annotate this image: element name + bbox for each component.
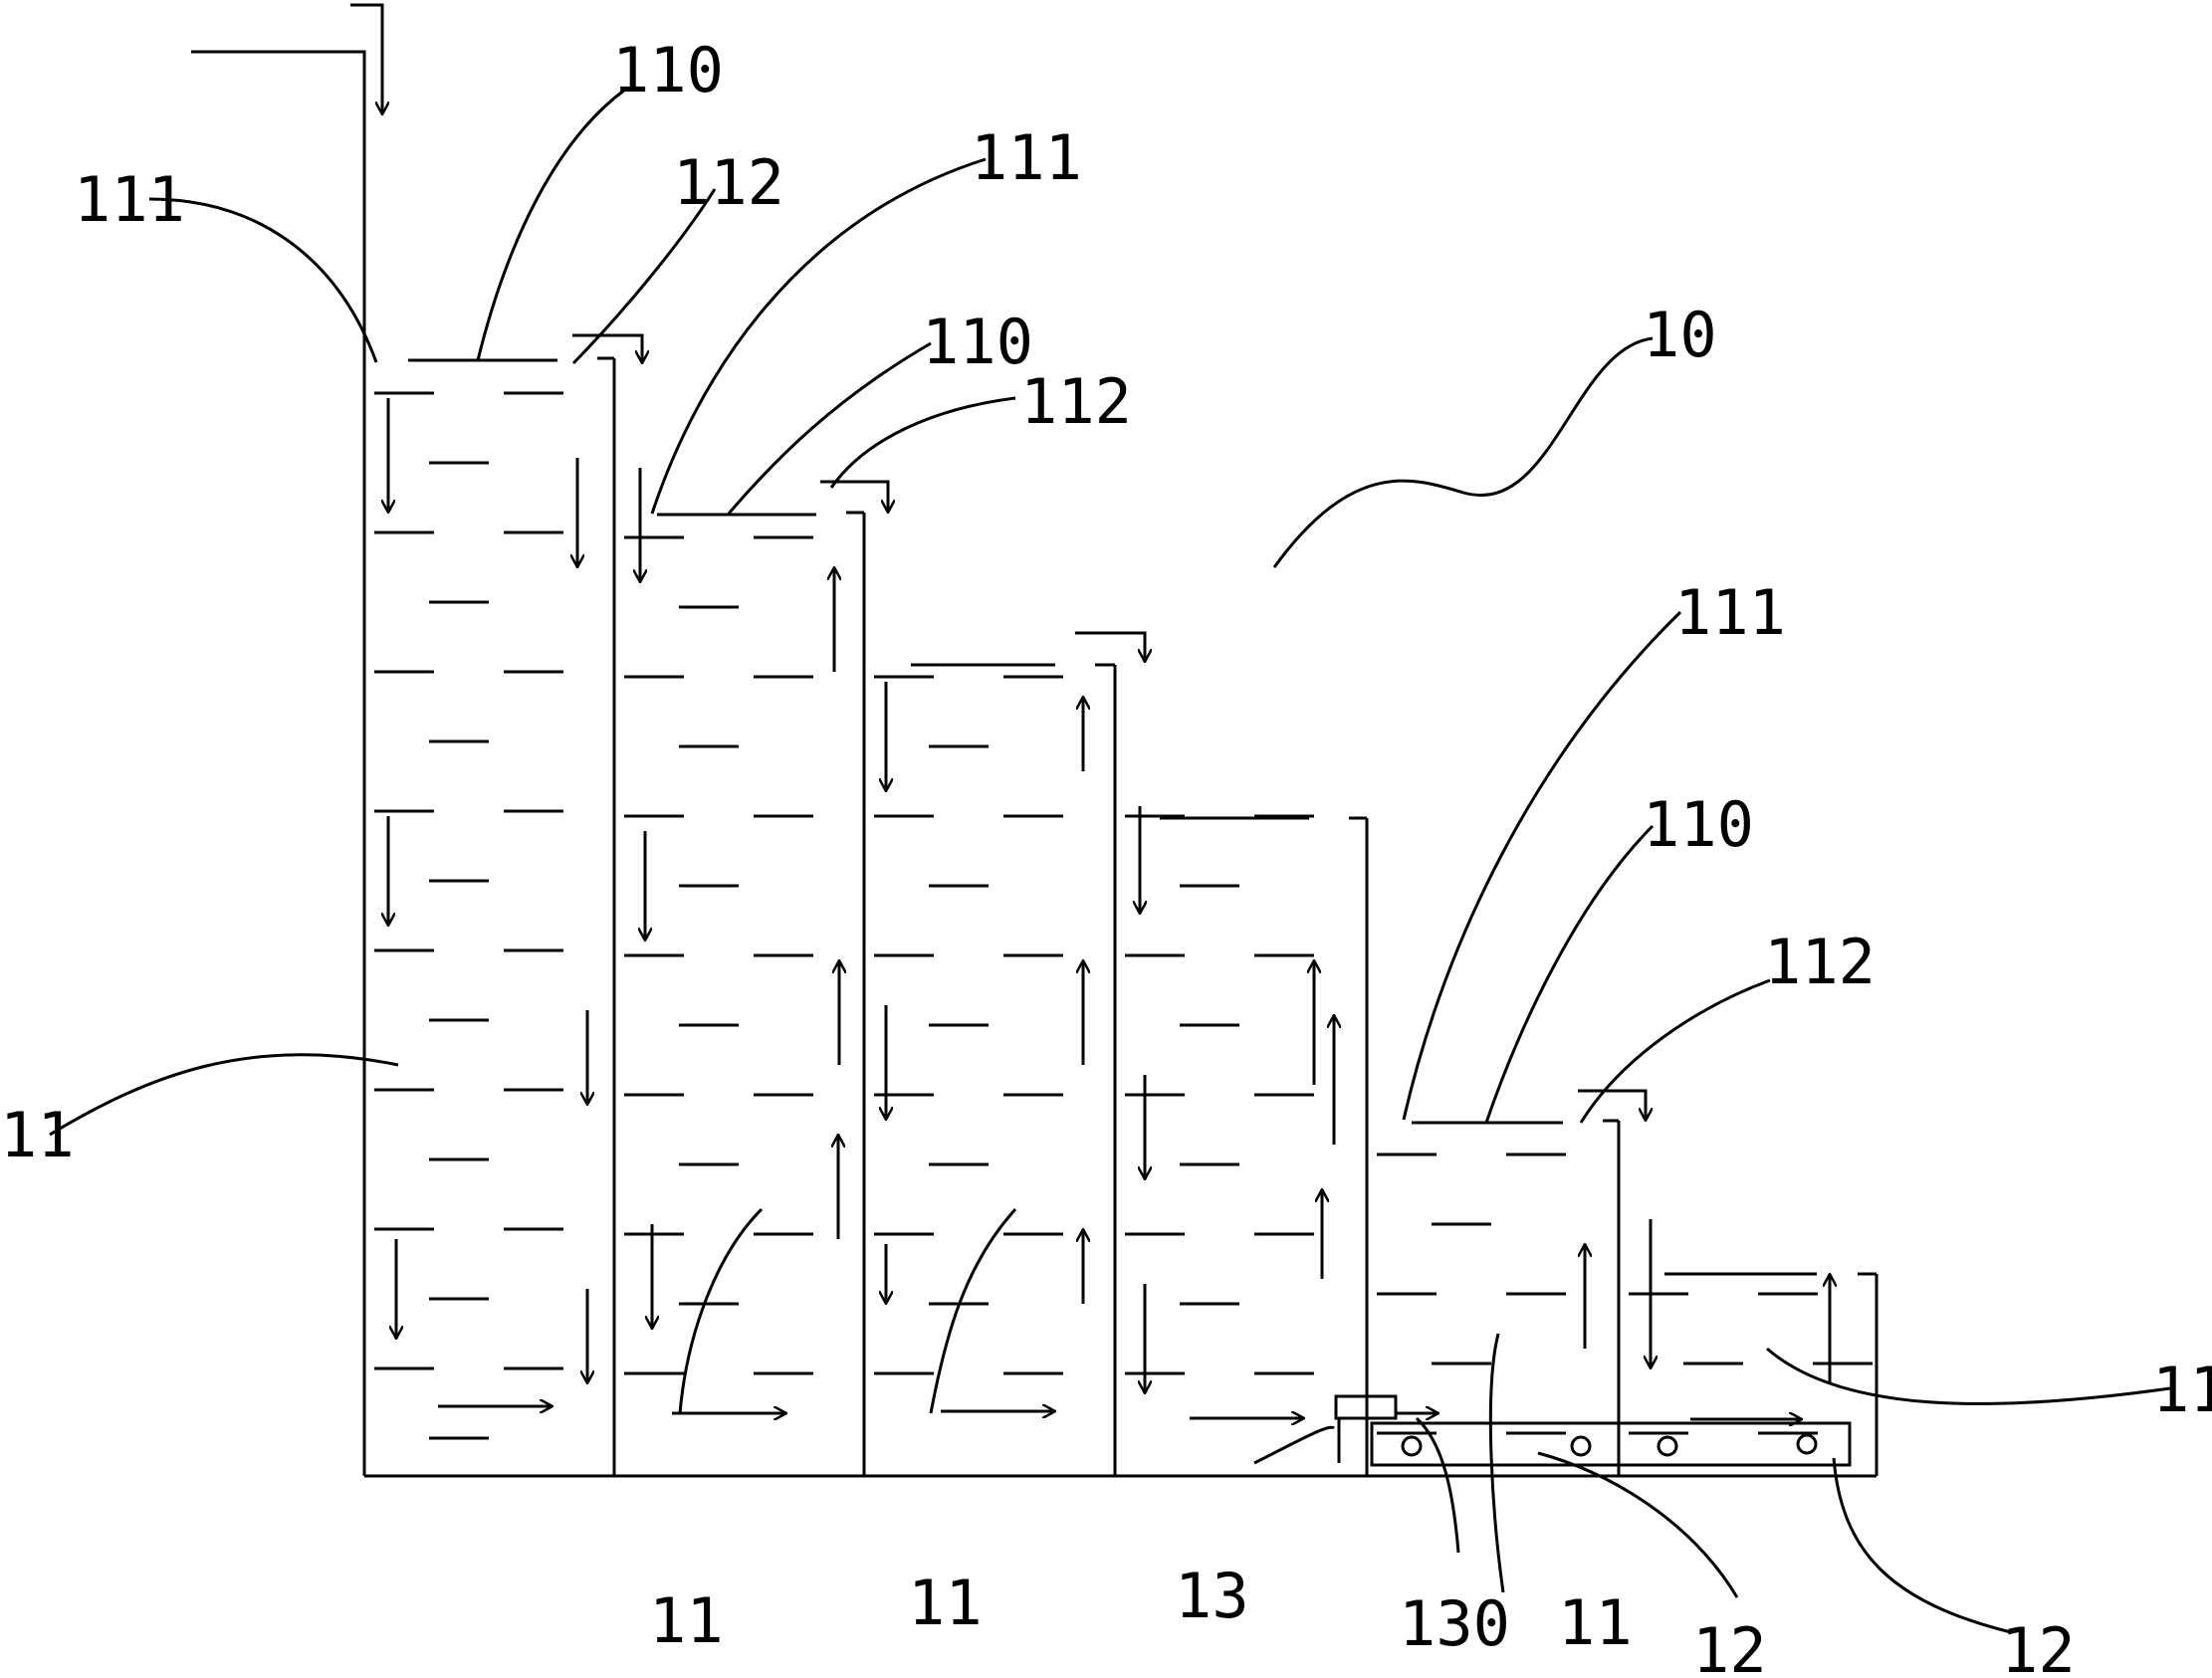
tank-walls bbox=[362, 356, 1879, 1478]
label-11-a: 11 bbox=[0, 1099, 75, 1171]
inlet-pipe bbox=[191, 50, 366, 358]
flow-arrows bbox=[388, 398, 1830, 1419]
label-112-a: 112 bbox=[673, 146, 784, 219]
label-12-b: 12 bbox=[2001, 1614, 2076, 1678]
water-hatching bbox=[374, 391, 1873, 1440]
label-110-a: 110 bbox=[612, 34, 724, 106]
connector bbox=[1334, 1394, 1438, 1463]
label-112-c: 112 bbox=[1764, 926, 1876, 998]
overflow-outlets bbox=[572, 333, 1646, 1121]
water-surfaces bbox=[408, 358, 1817, 1276]
label-111-a: 111 bbox=[74, 163, 185, 236]
aeration-pipe bbox=[1370, 1421, 1852, 1467]
label-110-c: 110 bbox=[1643, 788, 1754, 861]
label-111-c: 111 bbox=[1674, 576, 1786, 649]
label-111-b: 111 bbox=[971, 121, 1082, 194]
inlet-flow-arrow bbox=[350, 3, 382, 114]
label-13: 13 bbox=[1175, 1560, 1249, 1632]
leader-lines bbox=[49, 88, 2171, 1634]
label-11-b: 11 bbox=[649, 1584, 724, 1657]
label-130: 130 bbox=[1399, 1587, 1510, 1660]
label-110-b: 110 bbox=[922, 306, 1033, 378]
label-112-b: 112 bbox=[1020, 365, 1132, 438]
label-12-a: 12 bbox=[1692, 1614, 1767, 1678]
label-10: 10 bbox=[1643, 299, 1717, 371]
label-11-d: 11 bbox=[1558, 1586, 1633, 1659]
label-11-e: 11 bbox=[2152, 1354, 2212, 1426]
label-11-c: 11 bbox=[908, 1567, 983, 1639]
